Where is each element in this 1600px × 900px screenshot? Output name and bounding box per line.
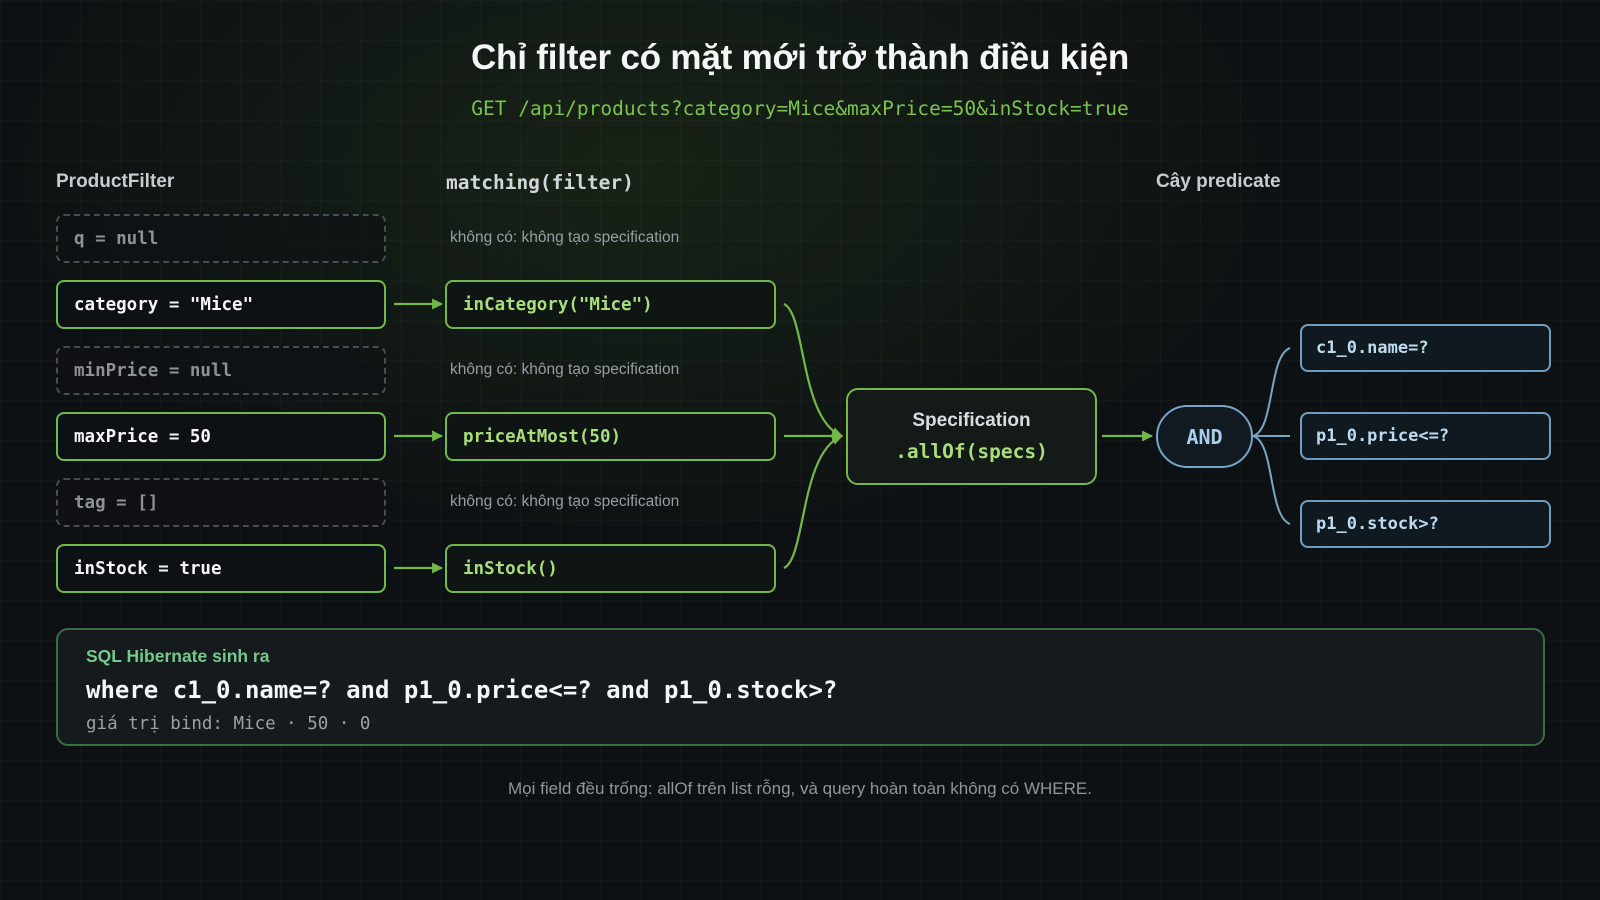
sql-query: where c1_0.name=? and p1_0.price<=? and … xyxy=(86,676,838,704)
absent-note-minprice: không có: không tạo specification xyxy=(450,361,680,378)
request-url: GET /api/products?category=Mice&maxPrice… xyxy=(471,97,1129,120)
predicate-price: p1_0.price<=? xyxy=(1300,412,1551,460)
spec-priceatmost: priceAtMost(50) xyxy=(445,412,776,461)
field-tag: tag = [] xyxy=(56,478,386,527)
field-minprice: minPrice = null xyxy=(56,346,386,395)
field-maxprice: maxPrice = 50 xyxy=(56,412,386,461)
sql-panel: SQL Hibernate sinh ra where c1_0.name=? … xyxy=(56,628,1545,746)
sql-label: SQL Hibernate sinh ra xyxy=(86,646,270,666)
and-node: AND xyxy=(1156,405,1253,468)
curve-incategory-to-allof xyxy=(783,303,844,438)
field-category: category = "Mice" xyxy=(56,280,386,329)
allof-node: Specification .allOf(specs) xyxy=(846,388,1097,485)
page-title: Chỉ filter có mặt mới trở thành điều kiệ… xyxy=(470,38,1130,77)
branch-and-to-stock xyxy=(1252,435,1291,525)
branch-and-to-name xyxy=(1252,347,1291,437)
sql-bind-values: giá trị bind: Mice · 50 · 0 xyxy=(86,714,371,734)
curve-instock-to-allof xyxy=(783,434,844,569)
allof-call: .allOf(specs) xyxy=(895,440,1048,463)
spec-instock: inStock() xyxy=(445,544,776,593)
field-q: q = null xyxy=(56,214,386,263)
absent-note-tag: không có: không tạo specification xyxy=(450,493,680,510)
field-instock: inStock = true xyxy=(56,544,386,593)
predicate-stock: p1_0.stock>? xyxy=(1300,500,1551,548)
absent-note-q: không có: không tạo specification xyxy=(450,229,680,246)
column-header-matching: matching(filter) xyxy=(446,171,634,194)
spec-incategory: inCategory("Mice") xyxy=(445,280,776,329)
column-header-filter: ProductFilter xyxy=(56,171,175,192)
column-header-predicate: Cây predicate xyxy=(1156,171,1281,192)
footer-note: Mọi field đều trống: allOf trên list rỗn… xyxy=(508,779,1092,798)
allof-title: Specification xyxy=(912,410,1031,431)
predicate-name: c1_0.name=? xyxy=(1300,324,1551,372)
